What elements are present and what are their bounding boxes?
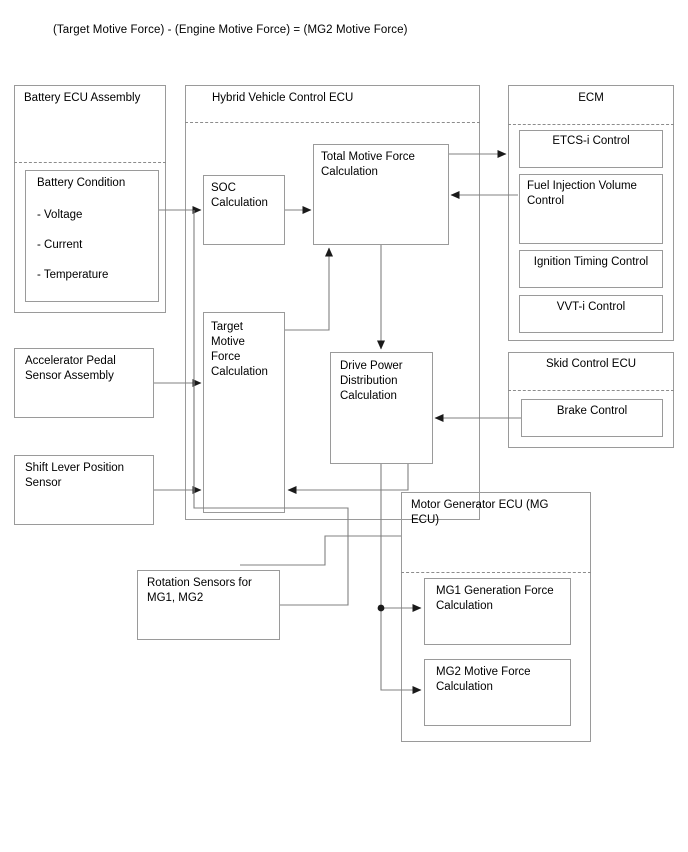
formula-caption: (Target Motive Force) - (Engine Motive F… <box>53 24 408 36</box>
etcs-i-control-label: ETCS-i Control <box>552 135 630 147</box>
accelerator-pedal-sensor-label: Accelerator Pedal Sensor Assembly <box>25 355 116 382</box>
wire-mg-feedback-rail <box>240 535 401 566</box>
ecm-container <box>508 85 674 341</box>
battery-condition-title: Battery Condition <box>37 177 126 189</box>
hybrid-ecu-separator <box>185 122 480 123</box>
mg1-generation-force-box <box>424 578 571 645</box>
skid-control-ecu-separator <box>508 390 674 391</box>
mg1-generation-force-label: MG1 Generation Force Calculation <box>436 585 554 612</box>
accelerator-pedal-sensor-box <box>14 348 154 418</box>
target-motive-force-label: Target Motive Force Calculation <box>211 321 268 378</box>
rotation-sensors-label: Rotation Sensors for MG1, MG2 <box>147 577 252 604</box>
mg2-motive-force-box <box>424 659 571 726</box>
brake-control-label: Brake Control <box>556 405 628 417</box>
wire-junction-dot <box>377 604 385 612</box>
shift-lever-sensor-label: Shift Lever Position Sensor <box>25 462 125 489</box>
drive-power-distribution-label: Drive Power Distribution Calculation <box>340 360 403 402</box>
battery-ecu-container <box>14 85 166 313</box>
battery-ecu-separator <box>14 162 166 163</box>
soc-calculation-label: SOC Calculation <box>211 182 268 209</box>
hybrid-ecu-title: Hybrid Vehicle Control ECU <box>212 92 354 104</box>
vvt-i-control-box <box>519 295 663 333</box>
brake-control-box <box>521 399 663 437</box>
ignition-timing-control-box <box>519 250 663 288</box>
battery-condition-items: - Voltage - Current - Temperature <box>37 209 109 281</box>
mg2-motive-force-label: MG2 Motive Force Calculation <box>436 666 531 693</box>
ecm-title: ECM <box>578 92 604 104</box>
soc-calculation-box <box>203 175 285 245</box>
battery-condition-box <box>25 170 159 302</box>
skid-control-ecu-title: Skid Control ECU <box>545 358 637 370</box>
battery-ecu-title: Battery ECU Assembly <box>24 92 141 104</box>
fuel-injection-volume-control-label: Fuel Injection Volume Control <box>527 180 637 207</box>
vvt-i-control-label: VVT-i Control <box>556 301 626 313</box>
ecm-separator <box>508 124 674 125</box>
ignition-timing-control-label: Ignition Timing Control <box>533 256 649 268</box>
skid-control-ecu-container <box>508 352 674 448</box>
total-motive-force-box <box>313 144 449 245</box>
total-motive-force-label: Total Motive Force Calculation <box>321 151 415 178</box>
etcs-i-control-box <box>519 130 663 168</box>
fuel-injection-volume-control-box <box>519 174 663 244</box>
mg-ecu-title: Motor Generator ECU (MG ECU) <box>411 499 549 526</box>
shift-lever-sensor-box <box>14 455 154 525</box>
mg-ecu-separator <box>401 572 591 573</box>
